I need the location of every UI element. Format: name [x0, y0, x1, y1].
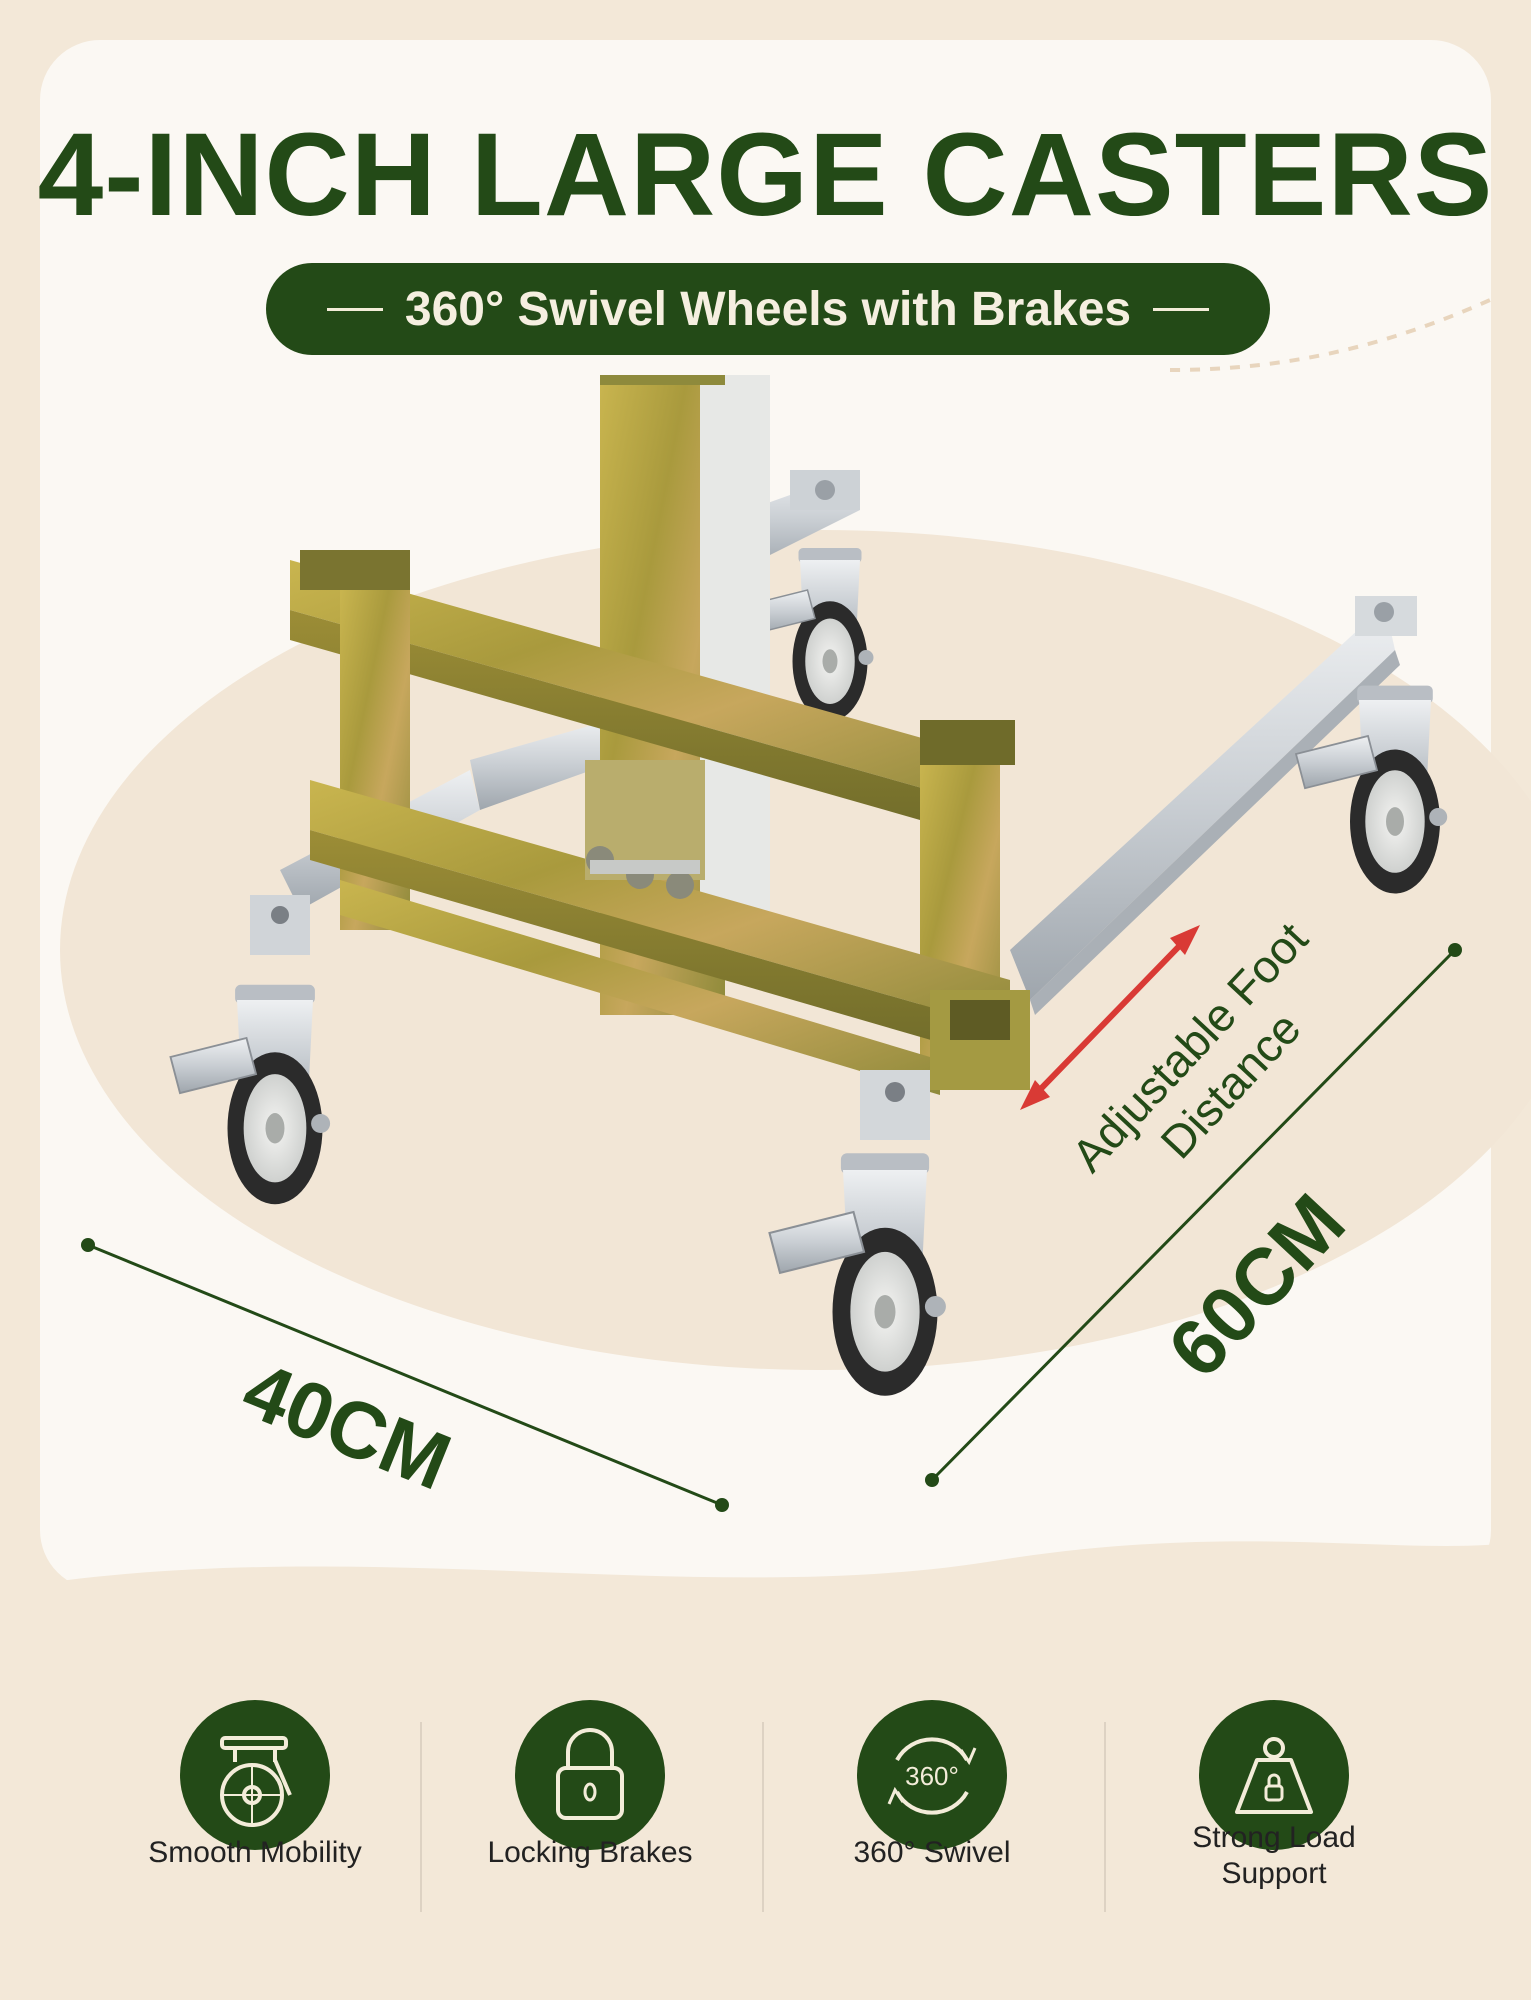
pill-dash-right [1153, 307, 1210, 311]
feature-icon-circle [180, 1700, 330, 1850]
feature-label-line1: Strong Load [1192, 1821, 1356, 1854]
feature-icon-circle [515, 1700, 665, 1850]
rotate-360-icon: 360° [887, 1737, 977, 1815]
feature-label-line2: Support [1221, 1857, 1327, 1890]
feature-label: Strong Load Support [1114, 1820, 1434, 1892]
feature-smooth-mobility: Smooth Mobility [95, 1700, 415, 1900]
subtitle-pill: 360° Swivel Wheels with Brakes [266, 263, 1270, 355]
padlock-icon [556, 1728, 624, 1820]
feature-icon-circle [1199, 1700, 1349, 1850]
feature-label: 360° Swivel [853, 1836, 1011, 1869]
feature-360-swivel: 360° 360° Swivel [772, 1700, 1092, 1900]
pill-dash-left [326, 307, 383, 311]
caster-wheel-icon [220, 1736, 292, 1827]
feature-locking-brakes: Locking Brakes [430, 1700, 750, 1900]
feature-label: Locking Brakes [487, 1836, 693, 1869]
feature-divider [762, 1722, 764, 1912]
page-title: 4-INCH LARGE CASTERS [37, 109, 1494, 241]
subtitle-text: 360° Swivel Wheels with Brakes [404, 282, 1132, 336]
feature-divider [1104, 1722, 1106, 1912]
feature-label: Smooth Mobility [148, 1836, 362, 1869]
badge-360-text: 360° [905, 1761, 959, 1791]
feature-divider [420, 1722, 422, 1912]
feature-strong-load: Strong Load Support [1114, 1700, 1434, 1900]
feature-icon-circle: 360° [857, 1700, 1007, 1850]
weight-icon [1235, 1737, 1313, 1814]
